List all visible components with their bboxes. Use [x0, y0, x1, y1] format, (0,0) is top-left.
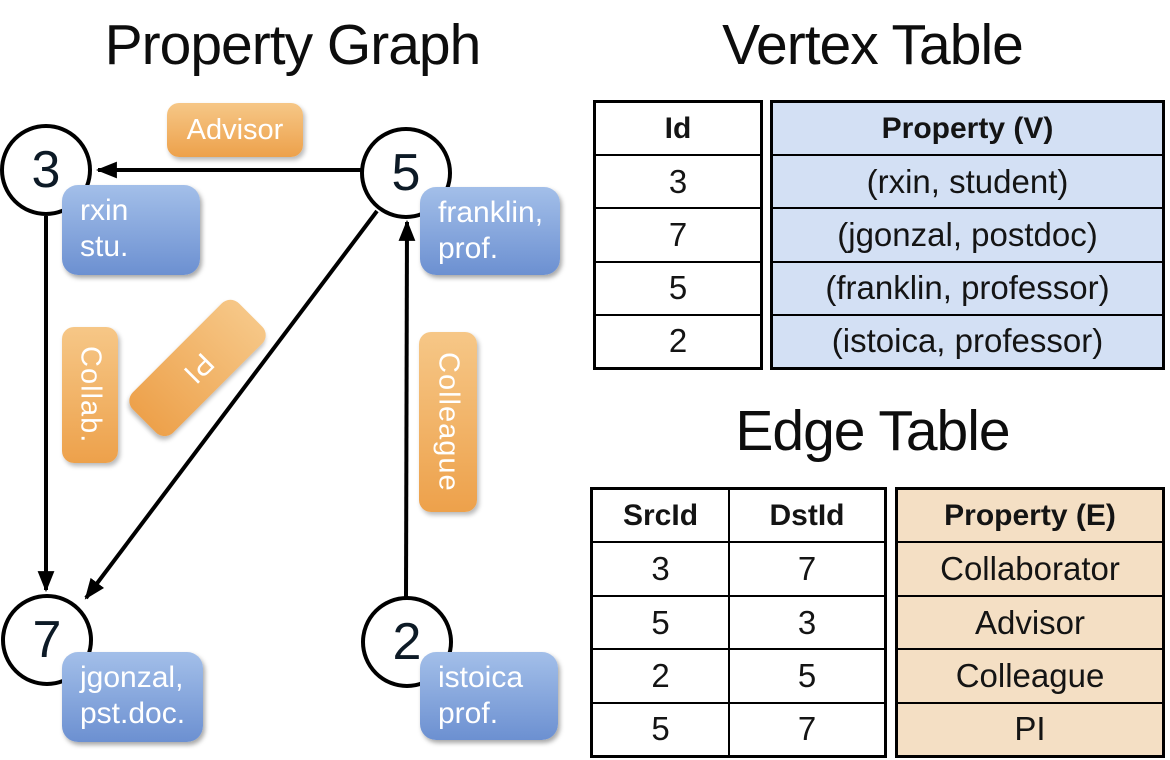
property-graph-title: Property Graph — [104, 13, 482, 77]
table-row: (franklin, professor) — [773, 263, 1162, 316]
vertex-property-line: prof. — [438, 232, 499, 265]
table-row: 2 — [596, 316, 760, 367]
vertex-property-line: istoica — [438, 661, 524, 694]
vertex-property-line: prof. — [438, 697, 499, 730]
vertex-property-box-7: jgonzal, pst.doc. — [62, 652, 203, 742]
vertex-id-cell: 2 — [668, 322, 688, 360]
edge-label-colleague: Colleague — [419, 332, 477, 512]
edge-srcid-cell: 5 — [593, 596, 730, 649]
edge-2-to-5-arrow — [398, 219, 416, 599]
vertex-property-box-5: franklin, prof. — [420, 187, 560, 275]
vertex-property-cell: (franklin, professor) — [825, 269, 1110, 307]
vertex-property-cell: (istoica, professor) — [831, 322, 1104, 360]
table-row: 7 — [596, 209, 760, 263]
edge-label-text: Colleague — [432, 352, 465, 492]
table-row: 2 5 — [593, 650, 884, 704]
table-row: Advisor — [898, 597, 1162, 651]
table-row: 5 — [596, 263, 760, 316]
table-row: 3 — [596, 156, 760, 210]
table-row: (istoica, professor) — [773, 316, 1162, 367]
table-row: Colleague — [898, 650, 1162, 704]
table-row: Collaborator — [898, 543, 1162, 597]
table-row: Property (V) — [773, 103, 1162, 157]
edge-table-dstid-header: DstId — [769, 498, 845, 532]
vertex-id-cell: 7 — [668, 216, 688, 253]
vertex-table-id-header: Id — [664, 111, 692, 145]
table-row: 5 7 — [593, 703, 884, 756]
table-row: (jgonzal, postdoc) — [773, 209, 1162, 263]
edge-table-srcid-header: SrcId — [593, 490, 730, 542]
vertex-id-label: 7 — [32, 611, 62, 669]
vertex-property-box-2: istoica prof. — [420, 652, 558, 740]
vertex-property-line: rxin — [80, 194, 129, 227]
vertex-id-label: 3 — [31, 141, 61, 199]
edge-table-id-columns: SrcId DstId 3 7 5 3 2 5 5 7 — [590, 487, 887, 758]
edge-srcid-cell: 3 — [593, 543, 730, 595]
edge-dstid-cell: 7 — [797, 710, 817, 748]
edge-srcid-cell: 2 — [593, 650, 730, 702]
edge-table-property-header: Property (E) — [944, 498, 1116, 532]
edge-dstid-cell: 5 — [797, 656, 817, 694]
table-row: 3 7 — [593, 543, 884, 597]
vertex-property-line: jgonzal, — [80, 661, 184, 694]
edge-dstid-cell: 7 — [797, 550, 817, 588]
edge-property-cell: Advisor — [974, 603, 1086, 641]
edge-label-collab: Collab. — [62, 327, 118, 463]
vertex-property-line: pst.doc. — [80, 697, 186, 730]
edge-table-property-column: Property (E) Collaborator Advisor Collea… — [895, 487, 1165, 758]
vertex-id-cell: 3 — [668, 162, 688, 200]
edge-property-cell: Collaborator — [940, 550, 1120, 588]
table-row: (rxin, student) — [773, 156, 1162, 210]
edge-property-cell: Colleague — [955, 656, 1105, 694]
vertex-id-cell: 5 — [668, 269, 688, 307]
table-row: Property (E) — [898, 490, 1162, 544]
edge-label-advisor: Advisor — [167, 103, 303, 157]
table-row: PI — [898, 704, 1162, 755]
table-row: SrcId DstId — [593, 490, 884, 544]
edge-dstid-cell: 3 — [797, 603, 817, 641]
vertex-property-cell: (rxin, student) — [866, 162, 1069, 200]
vertex-table-title: Vertex Table — [722, 13, 1024, 77]
edge-label-text: Collab. — [74, 346, 107, 444]
vertex-node-5: 5 — [360, 127, 452, 219]
table-row: 5 3 — [593, 596, 884, 651]
edge-label-text: Advisor — [186, 113, 284, 146]
edge-label-text: PI — [176, 346, 220, 391]
vertex-table-property-column: Property (V) (rxin, student) (jgonzal, p… — [770, 100, 1165, 370]
vertex-id-label: 5 — [391, 144, 421, 202]
vertex-node-3: 3 — [0, 124, 92, 216]
vertex-property-cell: (jgonzal, postdoc) — [837, 216, 1098, 253]
edge-label-pi: PI — [124, 294, 271, 442]
table-row: Id — [596, 103, 760, 157]
edge-property-cell: PI — [1014, 710, 1046, 748]
vertex-id-label: 2 — [392, 613, 422, 671]
vertex-property-box-3: rxin stu. — [62, 185, 200, 275]
vertex-property-line: franklin, — [438, 196, 544, 229]
edge-srcid-cell: 5 — [593, 703, 730, 756]
edge-table-title: Edge Table — [735, 399, 1010, 463]
vertex-property-line: stu. — [80, 230, 129, 263]
vertex-table-id-column: Id 3 7 5 2 — [593, 100, 763, 370]
vertex-table-property-header: Property (V) — [881, 111, 1054, 145]
